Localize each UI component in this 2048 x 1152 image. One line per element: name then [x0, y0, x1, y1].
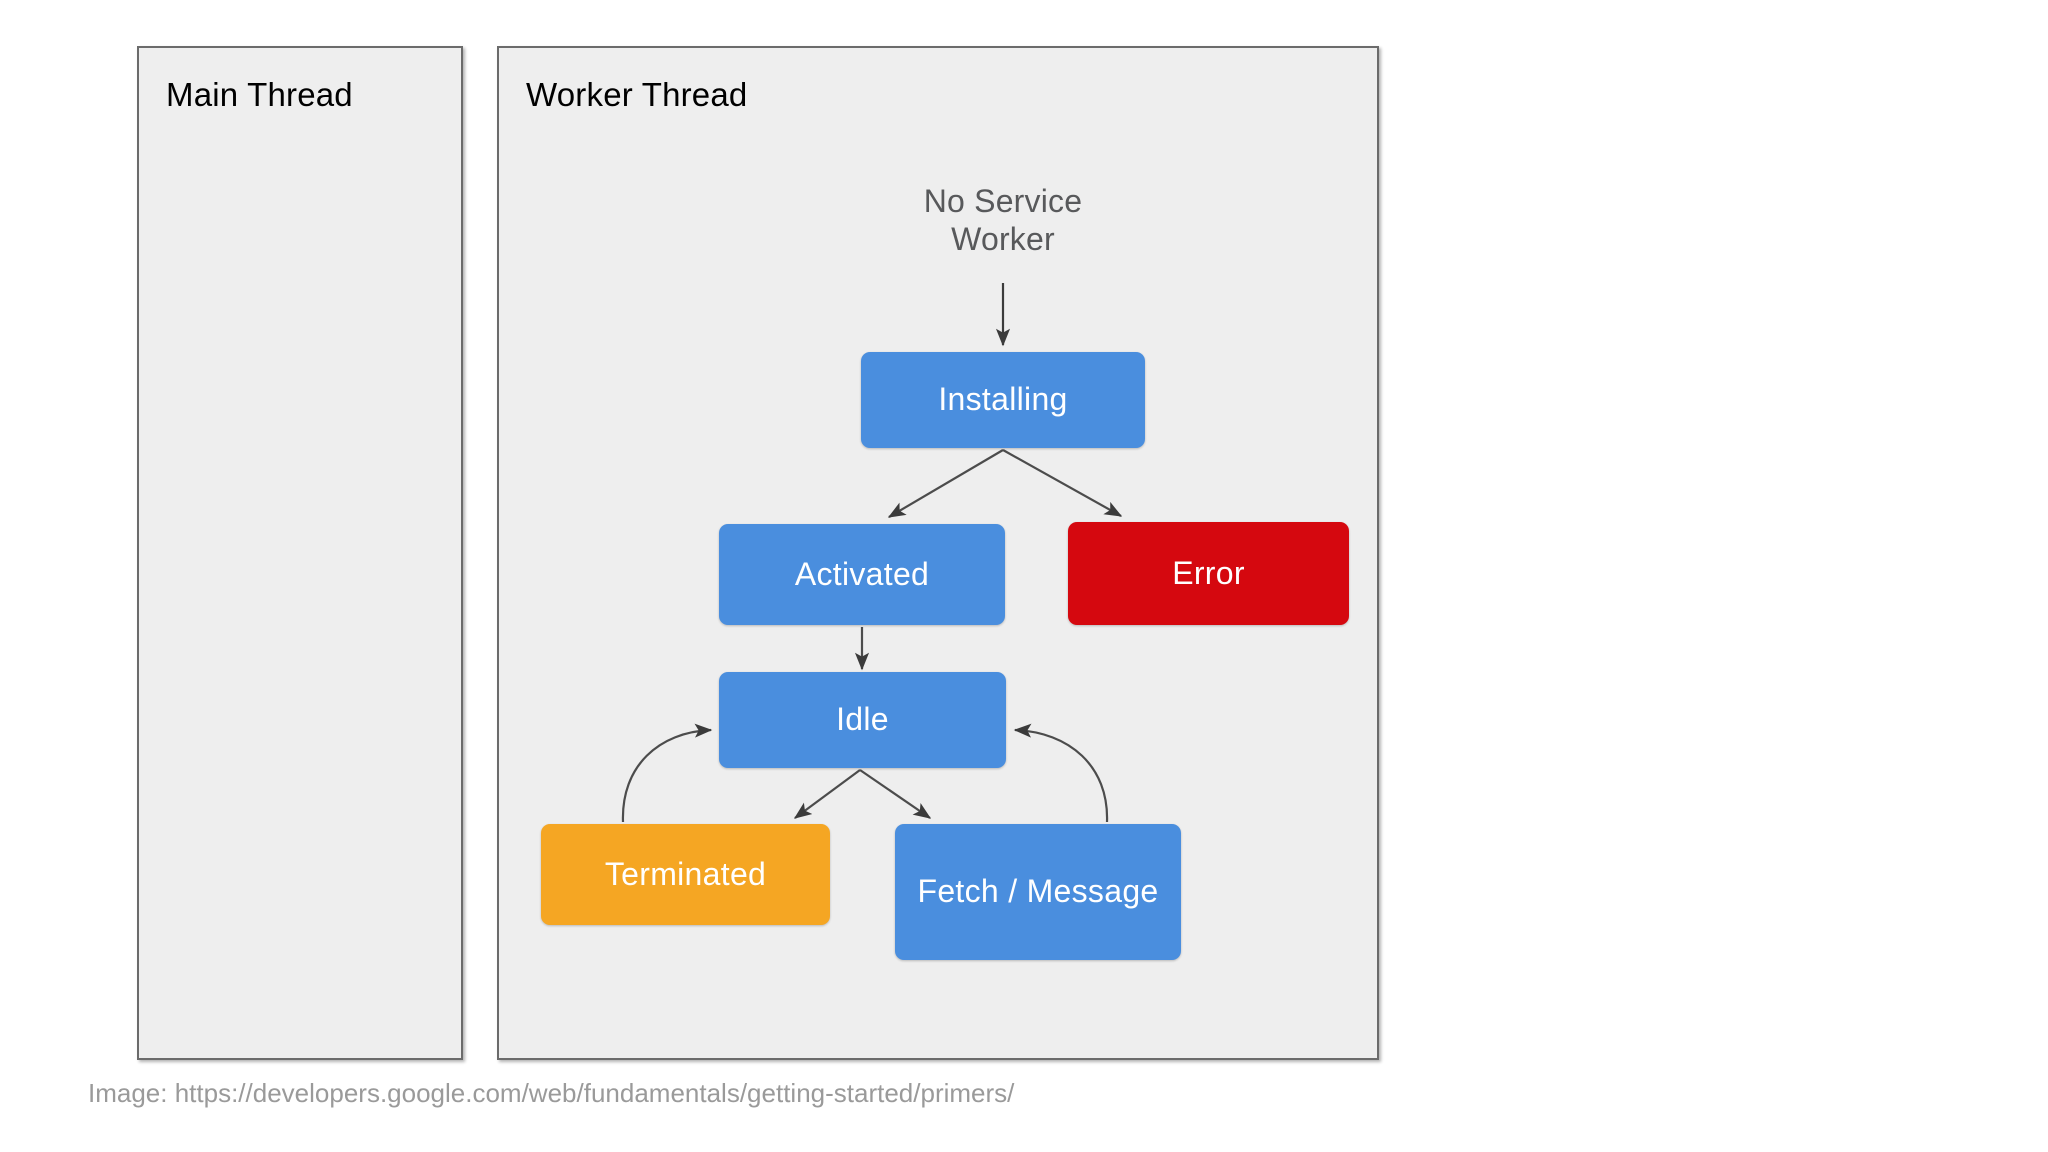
state-node-error[interactable]: Error: [1068, 522, 1349, 625]
source-caption: Image: https://developers.google.com/web…: [88, 1078, 1015, 1108]
state-node-idle-label: Idle: [836, 701, 889, 738]
state-node-activated-label: Activated: [794, 555, 930, 592]
state-node-terminated-label: Terminated: [604, 855, 767, 892]
edge-installing-to-activated: [887, 449, 1004, 518]
state-node-idle[interactable]: Idle: [719, 672, 1006, 768]
main-thread-panel: Main Thread: [137, 46, 463, 1060]
worker-thread-title: Worker Thread: [526, 76, 748, 113]
state-node-terminated[interactable]: Terminated: [541, 824, 830, 925]
state-node-fetch-message-label: Fetch / Message: [917, 873, 1159, 910]
state-node-fetch-message[interactable]: Fetch / Message: [895, 824, 1181, 960]
state-node-error-label: Error: [1172, 554, 1245, 591]
edge-fetch-message-to-idle: [1013, 723, 1109, 823]
edge-idle-to-terminated: [793, 769, 861, 819]
main-thread-title: Main Thread: [166, 76, 353, 113]
state-node-installing-label: Installing: [938, 381, 1068, 418]
edge-installing-to-error: [1002, 449, 1123, 517]
state-node-installing[interactable]: Installing: [861, 352, 1145, 448]
edge-terminated-to-idle: [621, 723, 713, 823]
state-diagram-connectors: [621, 283, 1123, 823]
edge-idle-to-fetch-message: [859, 769, 932, 819]
state-node-activated[interactable]: Activated: [719, 524, 1005, 625]
state-label-no-service-worker: No Service Worker: [923, 183, 1083, 258]
